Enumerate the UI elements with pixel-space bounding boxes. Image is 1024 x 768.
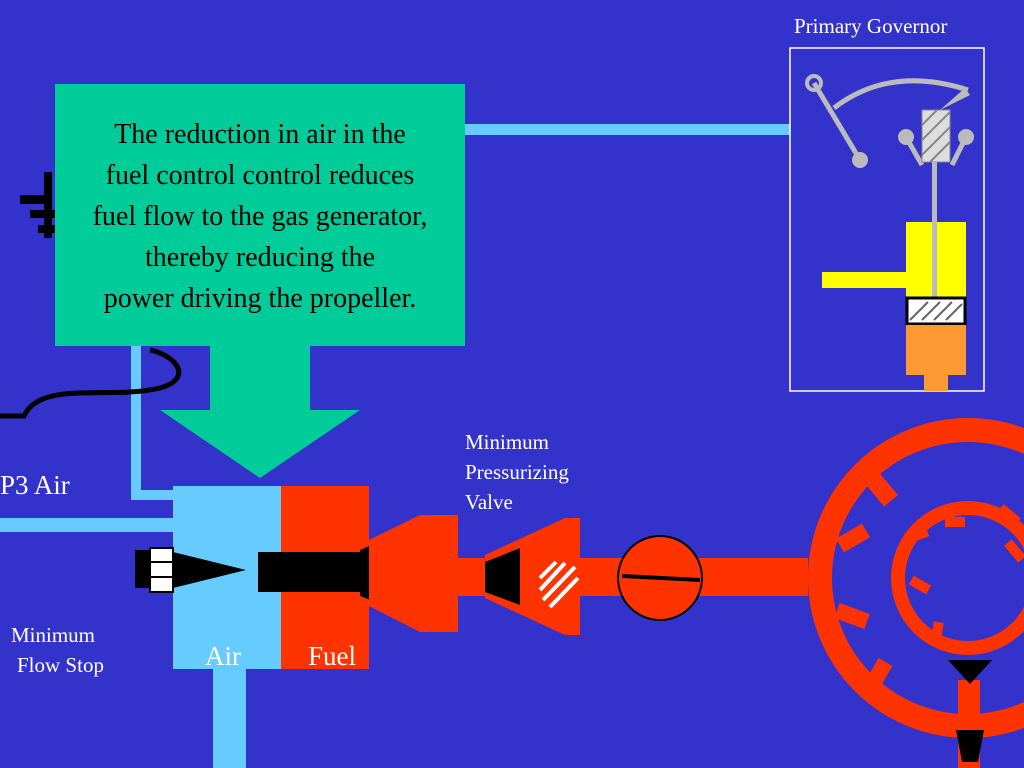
ground-symbol-icon	[20, 172, 60, 238]
pressurizing-valve-label-1: Minimum	[465, 430, 550, 454]
callout-line-4: thereby reducing the	[144, 242, 376, 273]
air-label: Air	[205, 641, 241, 671]
callout-line-1: The reduction in air in the	[114, 119, 406, 150]
pressurizing-valve-label-2: Pressurizing	[465, 460, 569, 484]
pump-gear-icon	[808, 418, 1024, 768]
callout-line-5: power driving the propeller.	[103, 283, 417, 314]
callout-line-3: fuel flow to the gas generator,	[92, 201, 428, 232]
p3-air-label: P3 Air	[0, 470, 70, 500]
explanation-callout: The reduction in air in the fuel control…	[55, 84, 465, 346]
p3-air-line	[0, 518, 178, 532]
air-line-vertical	[131, 300, 141, 500]
air-line-elbow	[131, 490, 176, 500]
air-line-to-governor	[455, 124, 790, 135]
valve-disc-icon	[617, 535, 703, 621]
minimum-flow-stop-icon	[135, 547, 246, 593]
callout-line-2: fuel control control reduces	[105, 160, 415, 191]
min-flow-stop-label-1: Minimum	[11, 623, 96, 647]
air-line-down	[213, 668, 246, 768]
primary-governor-icon	[789, 47, 985, 392]
fuel-line	[369, 515, 808, 635]
callout-arrow	[160, 346, 360, 478]
air-lines	[0, 124, 790, 768]
primary-governor-label: Primary Governor	[794, 14, 948, 38]
min-flow-stop-label-2: Flow Stop	[17, 653, 104, 677]
pressurizing-valve-label-3: Valve	[465, 490, 513, 514]
pressurizing-valve-icon	[485, 548, 580, 609]
signal-wire	[0, 347, 182, 419]
fuel-label: Fuel	[308, 641, 357, 671]
